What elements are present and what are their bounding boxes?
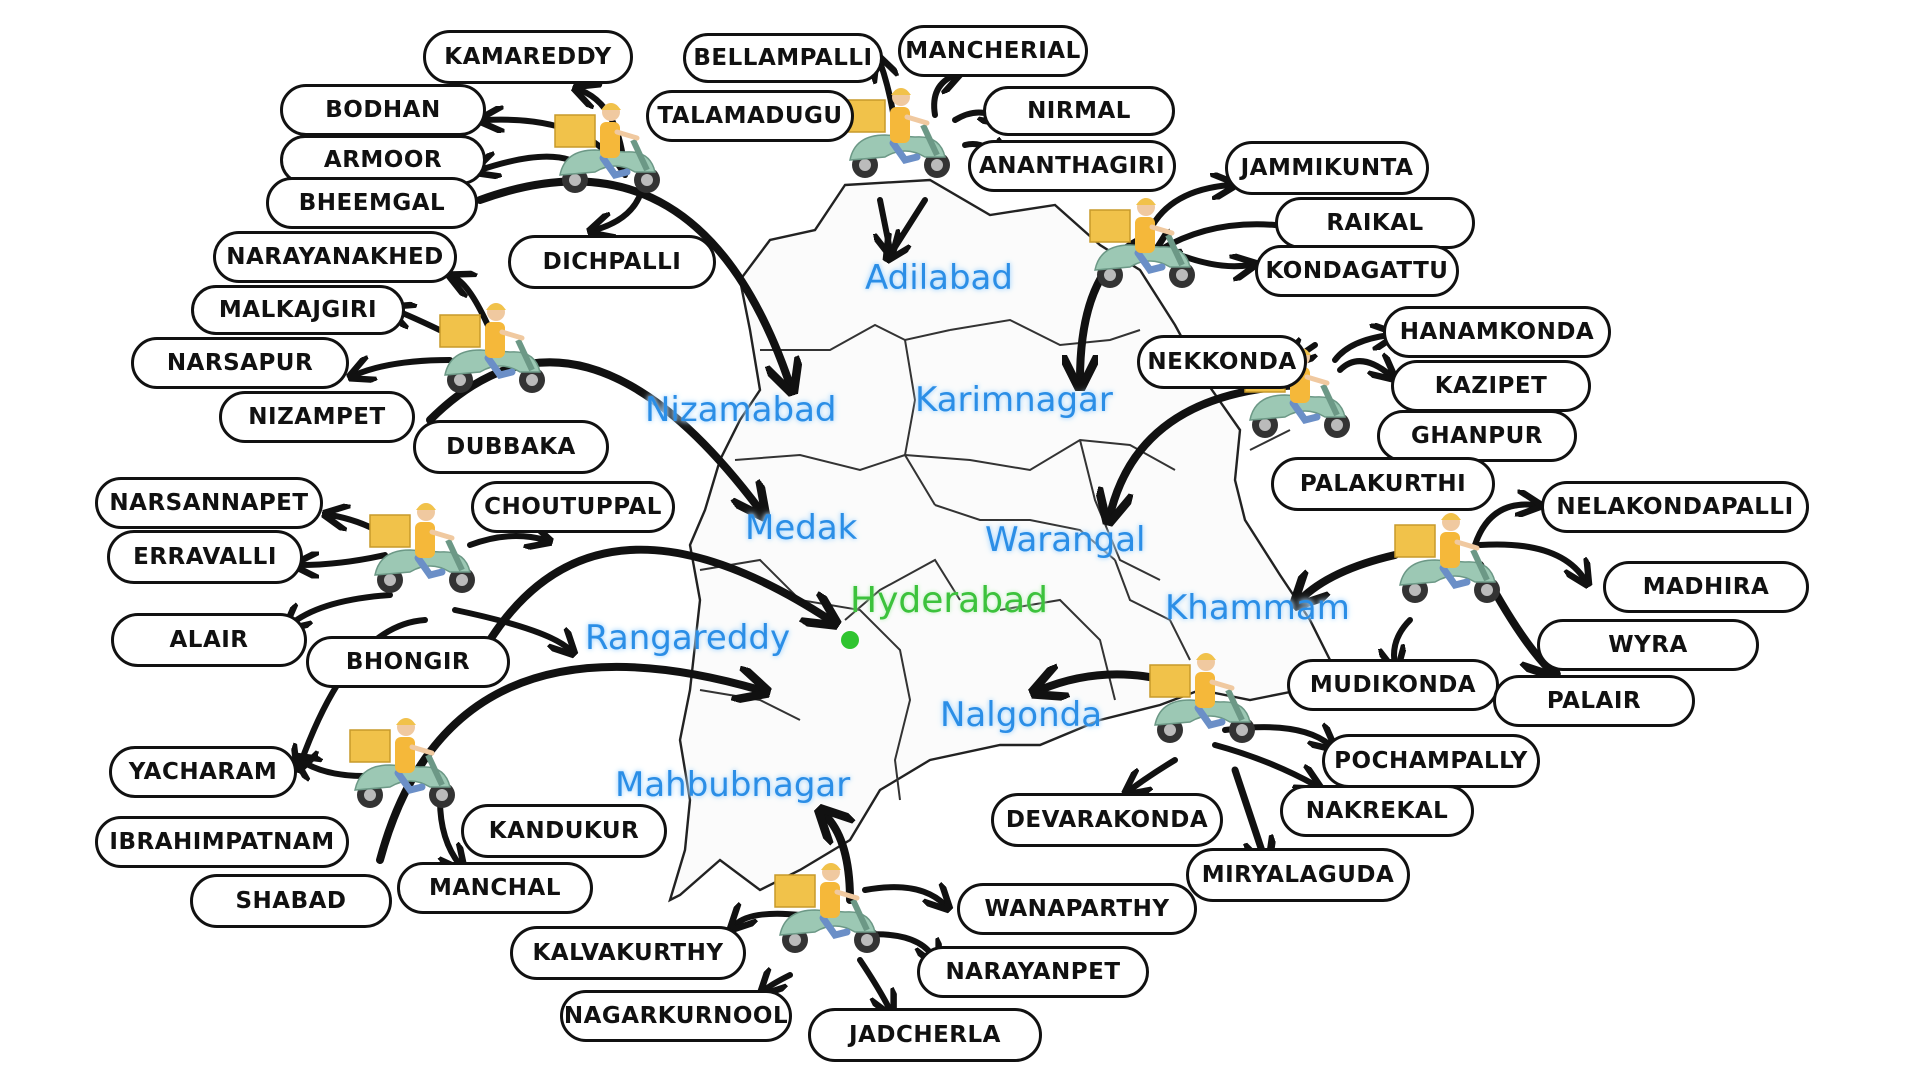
town-label: KONDAGATTU xyxy=(1255,245,1459,297)
town-label: KANDUKUR xyxy=(461,804,667,858)
town-label: ALAIR xyxy=(111,613,307,667)
town-label: GHANPUR xyxy=(1377,410,1577,462)
town-label: MADHIRA xyxy=(1603,561,1809,613)
town-label: NARAYANPET xyxy=(917,946,1149,998)
town-label: BELLAMPALLI xyxy=(683,33,883,83)
town-label: JAMMIKUNTA xyxy=(1225,141,1429,195)
town-label: WANAPARTHY xyxy=(957,883,1197,935)
town-label: BHEEMGAL xyxy=(266,177,478,229)
town-label: NAGARKURNOOL xyxy=(560,990,792,1042)
town-label: DEVARAKONDA xyxy=(991,793,1223,847)
town-label: BODHAN xyxy=(280,84,486,136)
district-label: Nizamabad xyxy=(645,390,837,430)
capital-label: Hyderabad xyxy=(850,580,1048,621)
town-label: WYRA xyxy=(1537,619,1759,671)
town-label: SHABAD xyxy=(190,874,392,928)
town-label: ERRAVALLI xyxy=(107,530,303,584)
town-label: NAKREKAL xyxy=(1280,785,1474,837)
town-label: YACHARAM xyxy=(109,746,297,798)
town-label: PALAIR xyxy=(1493,675,1695,727)
town-label: CHOUTUPPAL xyxy=(471,481,675,533)
town-label: ARMOOR xyxy=(280,135,486,185)
town-label: NARSAPUR xyxy=(131,337,349,389)
town-label: MANCHAL xyxy=(397,862,593,914)
town-label: NELAKONDAPALLI xyxy=(1541,481,1809,533)
district-label: Karimnagar xyxy=(915,380,1113,420)
town-label: MIRYALAGUDA xyxy=(1186,848,1410,902)
town-label: KAMAREDDY xyxy=(423,30,633,84)
town-label: NARSANNAPET xyxy=(95,477,323,529)
town-label: NEKKONDA xyxy=(1137,335,1307,389)
town-label: BHONGIR xyxy=(306,636,510,688)
town-label: RAIKAL xyxy=(1275,197,1475,249)
district-label: Mahbubnagar xyxy=(615,765,851,805)
town-label: NARAYANAKHED xyxy=(213,231,457,283)
town-label: MUDIKONDA xyxy=(1287,659,1499,711)
district-label: Nalgonda xyxy=(940,695,1103,735)
town-label: HANAMKONDA xyxy=(1383,306,1611,358)
town-label: ANANTHAGIRI xyxy=(968,140,1176,192)
town-label: POCHAMPALLY xyxy=(1322,734,1540,788)
town-label: NIRMAL xyxy=(983,86,1175,136)
district-label: Warangal xyxy=(985,520,1146,560)
town-label: KAZIPET xyxy=(1391,360,1591,412)
town-label: DICHPALLI xyxy=(508,235,716,289)
district-label: Medak xyxy=(745,508,858,548)
district-label: Rangareddy xyxy=(585,618,791,658)
town-label: PALAKURTHI xyxy=(1271,457,1495,511)
district-label: Adilabad xyxy=(865,258,1013,298)
town-label: MALKAJGIRI xyxy=(191,285,405,335)
town-label: MANCHERIAL xyxy=(898,25,1088,77)
town-label: IBRAHIMPATNAM xyxy=(95,816,349,868)
town-label: JADCHERLA xyxy=(808,1008,1042,1062)
town-label: DUBBAKA xyxy=(413,420,609,474)
district-label: Khammam xyxy=(1165,588,1350,628)
town-label: KALVAKURTHY xyxy=(510,926,746,980)
town-label: NIZAMPET xyxy=(219,391,415,443)
town-label: TALAMADUGU xyxy=(646,90,854,142)
hyderabad-dot xyxy=(841,631,859,649)
